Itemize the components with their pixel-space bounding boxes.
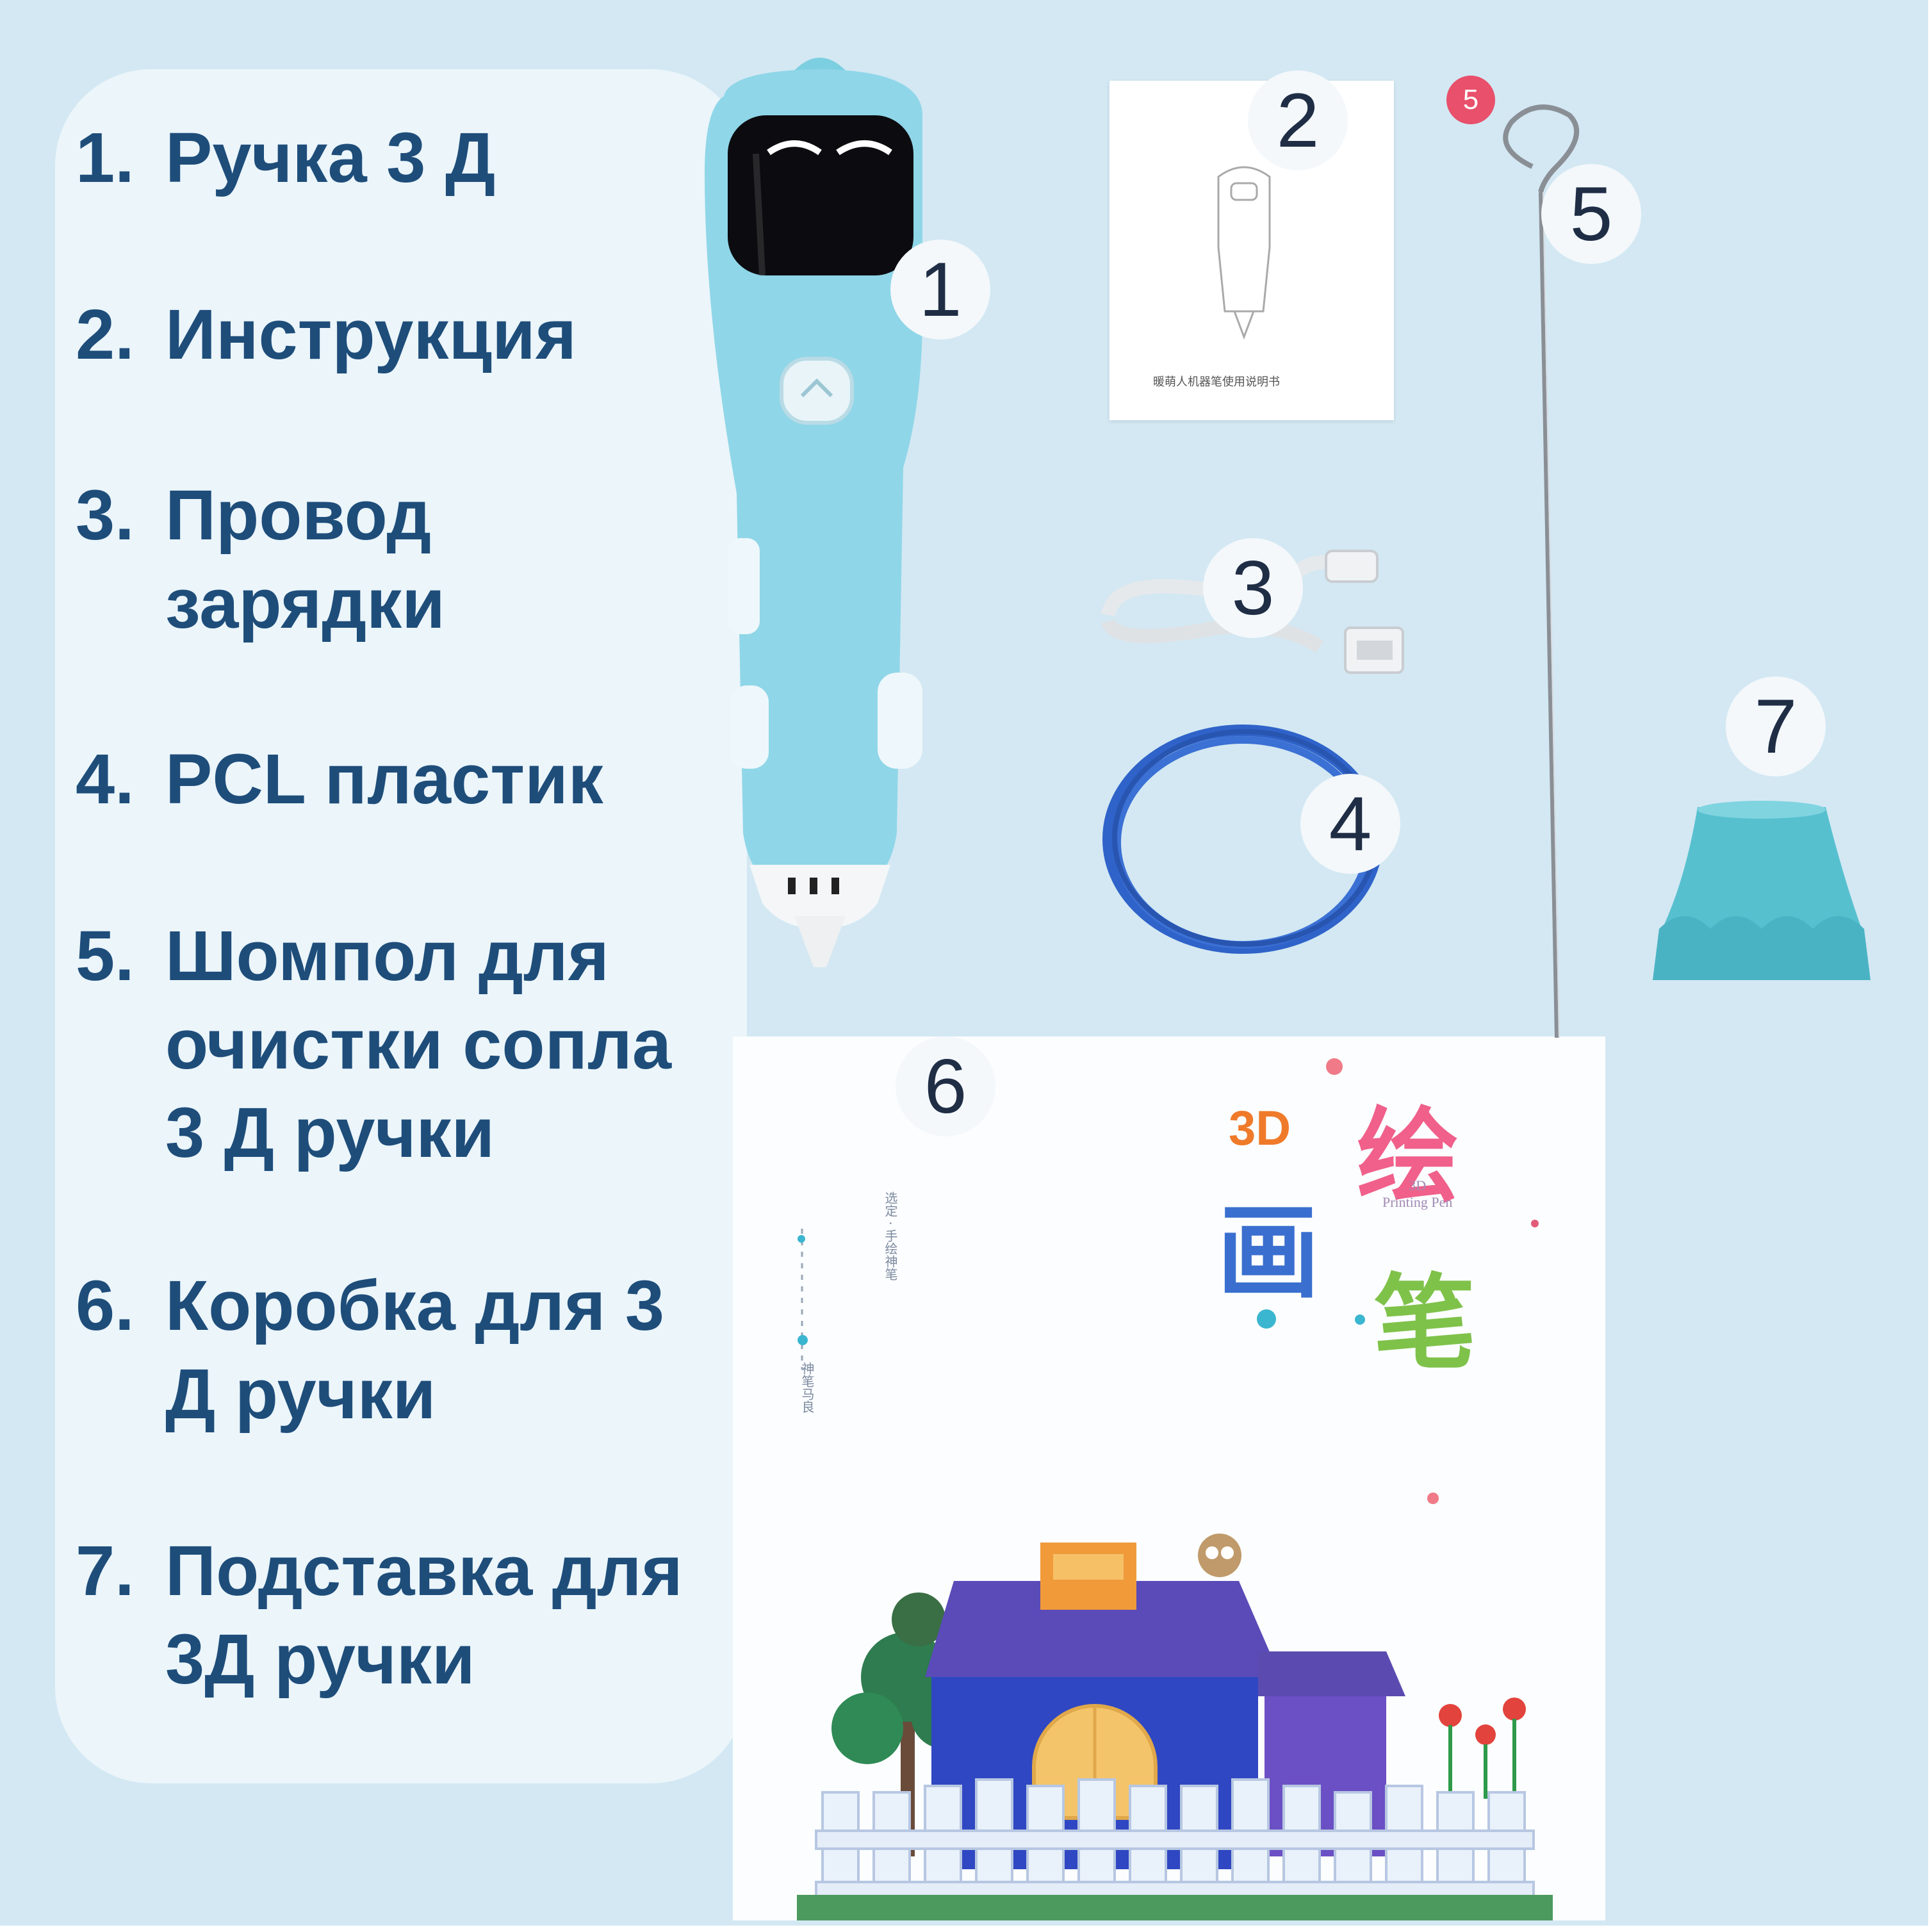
dot-decoration — [1225, 1253, 1235, 1263]
usb-cable-icon — [1101, 550, 1404, 674]
badge-7: 7 — [1726, 676, 1826, 776]
legend-label: Коробка для 3 — [165, 1266, 665, 1345]
legend-label-line-3: 3 Д ручки — [165, 1093, 495, 1172]
dot-decoration — [1326, 1058, 1343, 1075]
legend-label: Провод — [165, 476, 432, 555]
legend-label-line-2: зарядки — [165, 564, 445, 643]
badge-1: 1 — [890, 240, 990, 340]
dot-decoration — [1531, 1220, 1539, 1227]
dot-decoration — [1355, 1314, 1365, 1325]
dot-decoration — [1427, 1493, 1439, 1504]
legend-label-line-2: 3Д ручки — [165, 1620, 475, 1699]
legend-label-line-2: очистки сопла — [165, 1005, 672, 1084]
box-title-3d: 3D — [1229, 1101, 1291, 1156]
badge-3: 3 — [1203, 538, 1303, 638]
legend-panel — [55, 69, 747, 1783]
legend-number: 4. — [76, 740, 135, 819]
badge-4: 4 — [1300, 774, 1400, 874]
legend-number: 5. — [76, 917, 135, 995]
legend-number: 3. — [76, 476, 135, 555]
manual-caption: 暖萌人机器笔使用说明书 — [1153, 375, 1280, 389]
cleaning-rod-icon — [1503, 104, 1580, 1038]
small-number-badge: 5 — [1446, 76, 1495, 124]
dot-decoration — [1257, 1309, 1276, 1329]
pen-3d-icon — [705, 58, 922, 967]
box-title-cjk-3: 笔 — [1373, 1263, 1477, 1383]
gift-box-icon — [733, 1036, 1605, 1920]
legend-label: Инструкция — [165, 295, 577, 374]
legend-label: Шомпол для — [165, 917, 609, 995]
badge-2: 2 — [1248, 70, 1348, 170]
box-vertical-text-2: 神笔马良 — [799, 1362, 815, 1413]
box-title-cjk-2: 画 — [1217, 1193, 1320, 1313]
pen-stand-icon — [1653, 801, 1871, 980]
legend-label: Ручка 3 Д — [165, 119, 496, 197]
dot-decoration — [798, 1235, 805, 1243]
legend-number: 6. — [76, 1266, 135, 1345]
box-vertical-text: 选定 · 手绘神笔 — [883, 1191, 898, 1281]
legend-number: 7. — [76, 1532, 135, 1610]
legend-label-line-2: Д ручки — [165, 1355, 436, 1434]
legend-label: Подставка для — [165, 1532, 683, 1610]
legend-number: 1. — [76, 119, 135, 197]
legend-number: 2. — [76, 295, 135, 374]
legend-label: PCL пластик — [165, 740, 603, 819]
box-title-cjk-1: 绘 — [1357, 1097, 1460, 1216]
badge-5: 5 — [1541, 164, 1641, 264]
badge-6: 6 — [896, 1036, 995, 1136]
dot-decoration — [798, 1335, 808, 1345]
box-subtitle: 3D Printing Pen — [1382, 1177, 1453, 1210]
